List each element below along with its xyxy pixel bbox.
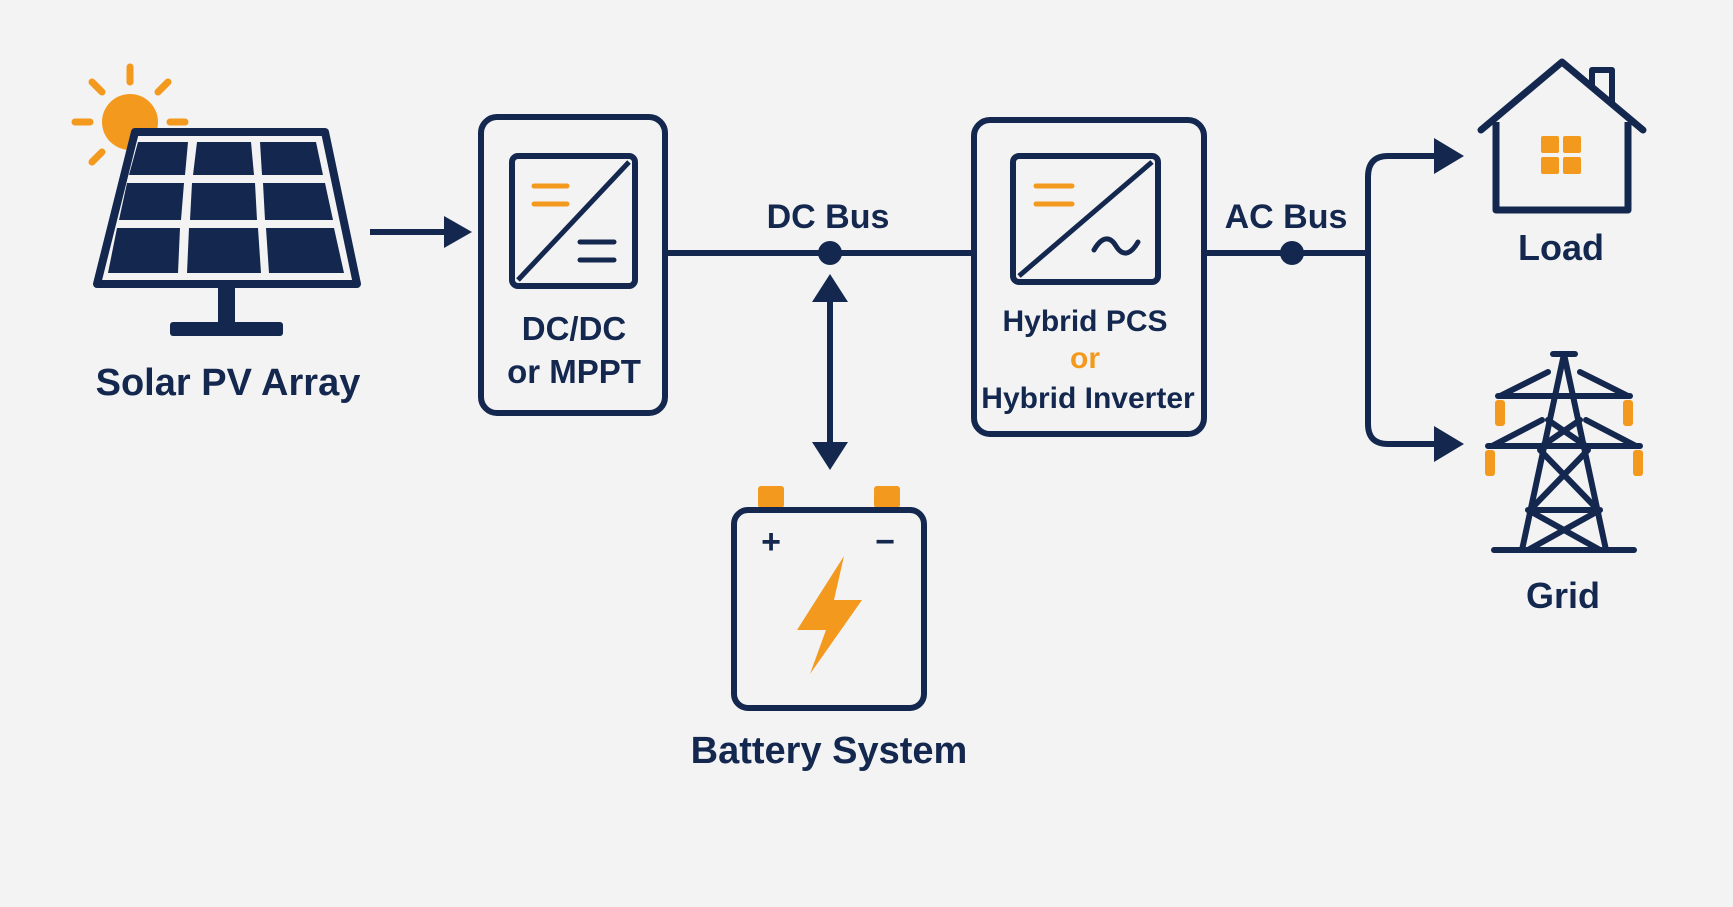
dc-dc-converter-box: DC/DC or MPPT: [478, 114, 668, 416]
load: Load: [1477, 58, 1647, 268]
ac-bus-label: AC Bus: [1225, 198, 1348, 236]
grid: Grid: [1485, 351, 1643, 616]
arrow-to-load: [1434, 138, 1464, 174]
solar-pv-array-label: Solar PV Array: [96, 362, 361, 404]
lightning-bolt-icon: [797, 556, 862, 674]
inverter-icon: [1010, 153, 1161, 285]
battery-plus-sign: +: [761, 523, 781, 561]
ac-bus-node: [1280, 241, 1304, 265]
dc-dc-label-line1: DC/DC: [522, 310, 627, 347]
solar-panel-icon: [93, 128, 361, 336]
ac-bus: AC Bus: [1204, 138, 1464, 462]
load-label: Load: [1518, 227, 1604, 268]
battery-icon: + −: [731, 486, 927, 711]
battery-system-label: Battery System: [691, 730, 968, 772]
house-icon: [1477, 58, 1647, 214]
dc-dc-converter-icon: [509, 153, 638, 289]
dc-dc-label-line2: or MPPT: [507, 353, 641, 390]
dc-bus-node: [818, 241, 842, 265]
transmission-tower-icon: [1485, 351, 1643, 553]
dc-bus-label: DC Bus: [767, 198, 890, 236]
arrow-solar-to-dcdc: [370, 216, 472, 248]
dc-bus: DC Bus: [665, 198, 974, 265]
hybrid-pcs-label-line1: Hybrid PCS: [1002, 305, 1167, 338]
arrow-to-grid: [1434, 426, 1464, 462]
battery-minus-sign: −: [875, 523, 895, 561]
grid-label: Grid: [1526, 575, 1600, 616]
battery-system: + − Battery System: [691, 486, 968, 772]
solar-pv-array: Solar PV Array: [71, 63, 361, 404]
hybrid-pcs-label-or: or: [1070, 342, 1100, 375]
hybrid-pcs-box: Hybrid PCS or Hybrid Inverter: [971, 117, 1207, 437]
arrow-dcbus-battery: [812, 274, 848, 470]
hybrid-pcs-label-line2: Hybrid Inverter: [981, 382, 1195, 415]
insulators: [1485, 400, 1643, 476]
